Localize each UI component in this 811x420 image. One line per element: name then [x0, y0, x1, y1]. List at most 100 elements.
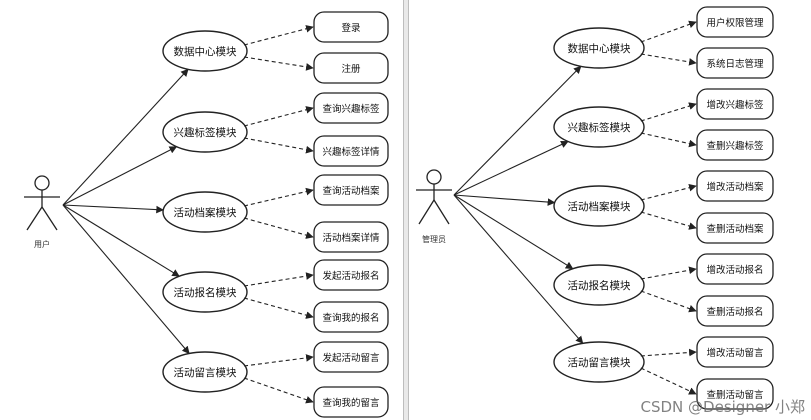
user-module-ellipse [162, 30, 248, 72]
admin-actor-label: 管理员 [422, 234, 446, 244]
admin-include-1-2 [640, 53, 697, 66]
admin-module-ellipse [553, 27, 645, 69]
user-use-case-box [313, 386, 389, 418]
admin-include-5-2 [640, 367, 697, 395]
admin-use-case-2-2: 查删兴趣标签 [696, 129, 774, 161]
user-module-2: 兴趣标签模块 [162, 111, 248, 153]
user-actor-leg-left [26, 206, 43, 231]
admin-use-case-4-1: 增改活动报名 [696, 253, 774, 285]
admin-use-case-2-1: 增改兴趣标签 [696, 88, 774, 120]
user-module-ellipse [162, 111, 248, 153]
admin-use-case-label: 查删活动报名 [706, 306, 763, 318]
admin-module-ellipse [553, 264, 645, 306]
admin-include-4-1 [640, 266, 697, 280]
admin-association-1 [453, 65, 582, 196]
user-use-case-panel: 用户数据中心模块登录注册兴趣标签模块查询兴趣标签兴趣标签详情活动档案模块查询活动… [0, 0, 404, 420]
user-module-4: 活动报名模块 [162, 271, 248, 313]
admin-use-case-box [696, 336, 774, 368]
admin-actor: 管理员 [416, 169, 452, 244]
user-actor-label: 用户 [34, 239, 50, 249]
user-use-case-4-1: 发起活动报名 [313, 259, 389, 291]
user-use-case-box [313, 174, 389, 206]
admin-use-case-label: 查删活动留言 [706, 389, 764, 401]
admin-use-case-3-1: 增改活动档案 [696, 170, 774, 202]
user-module-label: 兴趣标签模块 [174, 126, 237, 139]
admin-use-case-box [696, 170, 774, 202]
user-include-4-2 [243, 297, 314, 319]
user-module-ellipse [162, 271, 248, 313]
user-module-3: 活动档案模块 [162, 191, 248, 233]
admin-module-label: 兴趣标签模块 [568, 121, 631, 134]
user-include-2-2 [243, 137, 314, 154]
admin-use-case-1-2: 系统日志管理 [696, 47, 774, 79]
admin-include-4-2 [640, 290, 697, 313]
user-use-case-1-2: 注册 [313, 52, 389, 84]
admin-use-case-label: 增改活动档案 [706, 181, 764, 193]
user-use-case-diagram: 用户数据中心模块登录注册兴趣标签模块查询兴趣标签兴趣标签详情活动档案模块查询活动… [24, 11, 389, 418]
admin-use-case-box [696, 253, 774, 285]
admin-module-label: 活动留言模块 [568, 356, 631, 369]
admin-association-2 [453, 140, 569, 196]
user-use-case-box [313, 259, 389, 291]
user-use-case-1-1: 登录 [313, 11, 389, 43]
admin-include-2-2 [640, 132, 697, 148]
admin-use-case-label: 增改活动报名 [706, 264, 763, 276]
user-module-label: 活动报名模块 [174, 286, 237, 299]
admin-use-case-box [696, 129, 774, 161]
user-use-case-3-2: 活动档案详情 [313, 221, 389, 253]
admin-module-ellipse [553, 185, 645, 227]
user-use-case-label: 活动档案详情 [322, 232, 380, 244]
user-include-2-1 [243, 106, 314, 127]
watermark: CSDN @Designer 小郑 [640, 398, 806, 416]
admin-module-5: 活动留言模块 [553, 341, 645, 383]
user-actor-leg-right [41, 206, 58, 231]
user-use-case-label: 兴趣标签详情 [322, 146, 380, 158]
user-use-case-label: 查询活动档案 [322, 185, 380, 197]
user-module-label: 数据中心模块 [174, 45, 237, 58]
user-use-case-box [313, 11, 389, 43]
user-use-case-box [313, 92, 389, 124]
user-module-5: 活动留言模块 [162, 351, 248, 393]
admin-actor-leg-left [418, 199, 435, 225]
user-use-case-5-1: 发起活动留言 [313, 341, 389, 373]
user-use-case-box [313, 52, 389, 84]
user-use-case-2-2: 兴趣标签详情 [313, 135, 389, 167]
user-use-case-box [313, 341, 389, 373]
user-module-ellipse [162, 191, 248, 233]
admin-include-2-1 [640, 102, 697, 122]
user-include-5-2 [243, 377, 314, 404]
admin-use-case-3-2: 查删活动档案 [696, 212, 774, 244]
admin-association-3 [453, 194, 556, 206]
user-include-1-2 [243, 56, 314, 71]
admin-use-case-box [696, 47, 774, 79]
admin-module-label: 活动档案模块 [568, 200, 631, 213]
user-use-case-box [313, 135, 389, 167]
admin-use-case-box [696, 295, 774, 327]
admin-actor-head [426, 169, 442, 185]
admin-module-ellipse [553, 106, 645, 148]
user-include-3-1 [243, 187, 314, 207]
admin-use-case-label: 系统日志管理 [706, 58, 764, 70]
user-use-case-4-2: 查询我的报名 [313, 301, 389, 333]
user-module-label: 活动留言模块 [174, 366, 237, 379]
admin-use-case-panel: 管理员 数据中心模块 用户权限管理系统日志管理兴趣标签模块 增改兴趣标签查删兴趣标签活… [408, 0, 811, 420]
user-use-case-label: 查询我的报名 [322, 312, 379, 324]
admin-module-label: 活动报名模块 [568, 279, 631, 292]
user-use-case-box [313, 301, 389, 333]
admin-include-5-1 [640, 348, 697, 357]
admin-actor-leg-right [433, 199, 450, 225]
user-association-3 [62, 204, 164, 214]
user-use-case-label: 登录 [341, 23, 361, 34]
user-association-5 [62, 204, 190, 355]
admin-module-4: 活动报名模块 [553, 264, 645, 306]
admin-use-case-box [696, 88, 774, 120]
admin-use-case-label: 用户权限管理 [706, 17, 764, 29]
user-module-ellipse [162, 351, 248, 393]
admin-include-3-2 [640, 211, 697, 230]
admin-module-1: 数据中心模块 [553, 27, 645, 69]
user-actor: 用户 [24, 175, 60, 249]
user-use-case-label: 发起活动报名 [322, 270, 379, 282]
user-actor-head [34, 175, 50, 191]
